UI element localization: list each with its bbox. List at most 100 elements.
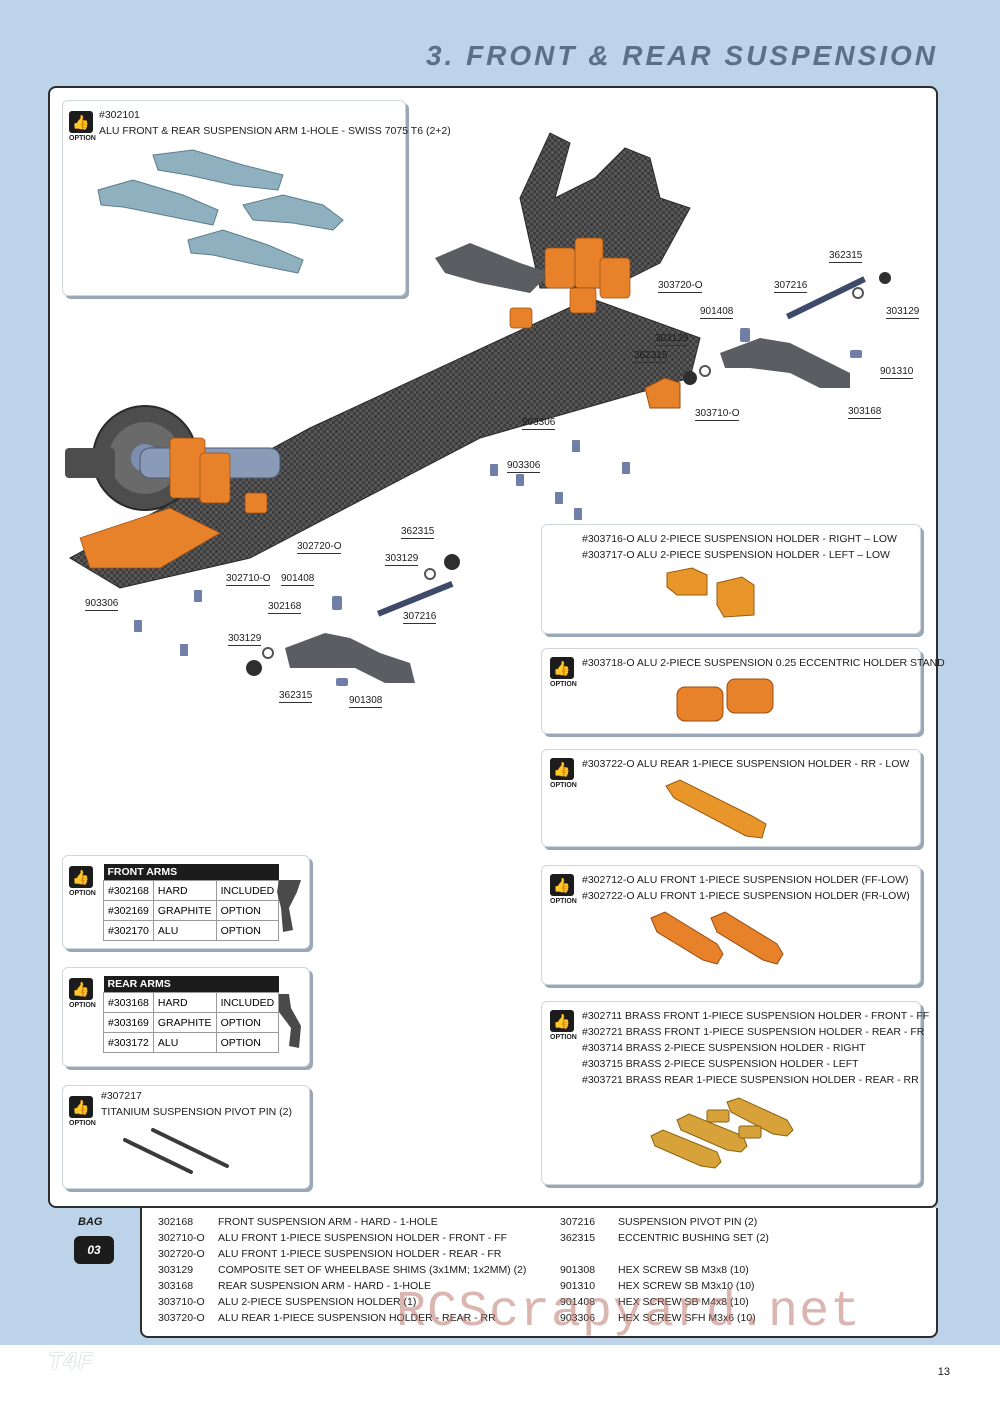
thumbs-up-icon: 👍 [69, 978, 93, 1000]
box-line: #302722-O ALU FRONT 1-PIECE SUSPENSION H… [582, 890, 910, 902]
box-text: #303718-O ALU 2-PIECE SUSPENSION 0.25 EC… [582, 655, 945, 671]
rear-holder-image [665, 779, 767, 839]
rear-arm-inner [435, 243, 550, 293]
box-text: #303716-O ALU 2-PIECE SUSPENSION HOLDER … [582, 531, 897, 563]
option-text: OPTION [550, 898, 577, 905]
box-line: #303718-O ALU 2-PIECE SUSPENSION 0.25 EC… [582, 657, 945, 669]
label-362315: 362315 [279, 690, 313, 703]
brass-holders-image [650, 1097, 794, 1169]
box-text: #302711 BRASS FRONT 1-PIECE SUSPENSION H… [582, 1008, 929, 1088]
option-badge: 👍 OPTION [69, 978, 96, 1009]
label-302710-o: 302710-O [226, 573, 271, 586]
box-line: #303715 BRASS 2-PIECE SUSPENSION HOLDER … [582, 1058, 859, 1070]
option-text: OPTION [69, 135, 96, 142]
holder-303710 [644, 377, 681, 409]
option-box-pivot-pin: 👍 OPTION #307217 TITANIUM SUSPENSION PIV… [62, 1085, 310, 1189]
label-362315: 362315 [829, 250, 863, 263]
option-box-suspension-arms: 👍 OPTION #302101 ALU FRONT & REAR SUSPEN… [62, 100, 451, 296]
pivot-part-number: #307217 [101, 1090, 142, 1102]
bag-number: 03 [74, 1236, 114, 1264]
rear-arm-icon [279, 994, 301, 1048]
front-holders-image [650, 911, 784, 965]
option-box-front-low: 👍 OPTION #302712-O ALU FRONT 1-PIECE SUS… [541, 865, 921, 985]
shim-303129-rear [852, 287, 864, 299]
part-code: 903306 [560, 1312, 596, 1324]
cell: ALU [152, 1032, 217, 1053]
bushing-362315-c [246, 660, 262, 676]
label-903306: 903306 [507, 460, 541, 473]
table-header: REAR ARMS [103, 976, 279, 993]
part-desc: ALU FRONT 1-PIECE SUSPENSION HOLDER - RE… [218, 1248, 502, 1260]
part-desc: SUSPENSION PIVOT PIN (2) [618, 1216, 758, 1228]
shim-303129-c [262, 647, 274, 659]
label-303720-o: 303720-O [658, 280, 703, 293]
screw-901308 [336, 678, 348, 686]
screw-901408-rear [740, 328, 750, 342]
cell: #302170 [103, 920, 154, 941]
label-903306: 903306 [522, 417, 556, 430]
pivot-description: TITANIUM SUSPENSION PIVOT PIN (2) [101, 1106, 292, 1118]
thumbs-up-icon: 👍 [550, 758, 574, 780]
bushing-362315-b [683, 371, 697, 385]
pivot-pins-image [123, 1128, 229, 1174]
front-pin [377, 581, 454, 617]
rear-pin-upper [786, 276, 866, 320]
label-307216: 307216 [774, 280, 808, 293]
label-303129: 303129 [228, 633, 262, 646]
part-code: 302710-O [158, 1232, 205, 1244]
exploded-diagram [65, 132, 891, 686]
part-code: 901310 [560, 1280, 596, 1292]
shim-303129-front [424, 568, 436, 580]
option-text: OPTION [69, 1002, 96, 1009]
box-text: #303722-O ALU REAR 1-PIECE SUSPENSION HO… [582, 756, 909, 772]
cell: GRAPHITE [152, 900, 217, 921]
option-description: ALU FRONT & REAR SUSPENSION ARM 1-HOLE -… [99, 125, 451, 137]
thumbs-up-icon: 👍 [69, 866, 93, 888]
label-303129: 303129 [886, 306, 920, 319]
option-badge: 👍 OPTION [550, 657, 577, 688]
label-901310: 901310 [880, 366, 914, 379]
watermark: RCScrapyard.net [396, 1284, 862, 1341]
eccentric-stand-image [676, 678, 774, 722]
option-box-eccentric-stand: 👍 OPTION #303718-O ALU 2-PIECE SUSPENSIO… [541, 648, 945, 734]
part-code: 302720-O [158, 1248, 205, 1260]
option-badge: 👍 OPTION [550, 1010, 577, 1041]
part-desc: ALU REAR 1-PIECE SUSPENSION HOLDER - REA… [218, 1312, 496, 1324]
part-desc: COMPOSITE SET OF WHEELBASE SHIMS (3x1MM;… [218, 1264, 527, 1276]
option-text: OPTION [550, 681, 577, 688]
box-line: #303717-O ALU 2-PIECE SUSPENSION HOLDER … [582, 549, 890, 561]
cell: HARD [152, 992, 217, 1013]
box-line: #303716-O ALU 2-PIECE SUSPENSION HOLDER … [582, 533, 897, 545]
part-desc: ECCENTRIC BUSHING SET (2) [618, 1232, 769, 1244]
bag-indicator: BAG 03 [48, 1208, 140, 1284]
brand-logo: T4F [48, 1348, 94, 1375]
page-title: 3. FRONT & REAR SUSPENSION [425, 40, 938, 71]
cell: OPTION [215, 1032, 280, 1053]
part-desc: HEX SCREW SB M3x8 (10) [618, 1264, 749, 1276]
cell: #302169 [103, 900, 154, 921]
alu-arms-image [97, 149, 344, 274]
label-303129: 303129 [655, 333, 689, 346]
option-text: OPTION [550, 782, 577, 789]
label-307216: 307216 [403, 611, 437, 624]
cell: INCLUDED [215, 992, 280, 1013]
cell: ALU [152, 920, 217, 941]
part-code: 307216 [560, 1216, 596, 1228]
thumbs-up-icon: 👍 [69, 111, 93, 133]
thumbs-up-icon: 👍 [550, 874, 574, 896]
part-code: 303720-O [158, 1312, 205, 1324]
bushing-362315-rear [879, 272, 891, 284]
option-part-number: #302101 [99, 109, 140, 121]
label-303129: 303129 [385, 553, 419, 566]
part-desc: HEX SCREW SB M3x10 (10) [618, 1280, 755, 1292]
cell: #302168 [103, 880, 154, 901]
label-901408: 901408 [281, 573, 315, 586]
thumbs-up-icon: 👍 [550, 657, 574, 679]
front-holders [79, 437, 268, 569]
cell: OPTION [215, 1012, 280, 1033]
cell: OPTION [215, 920, 280, 941]
thumbs-up-icon: 👍 [69, 1096, 93, 1118]
